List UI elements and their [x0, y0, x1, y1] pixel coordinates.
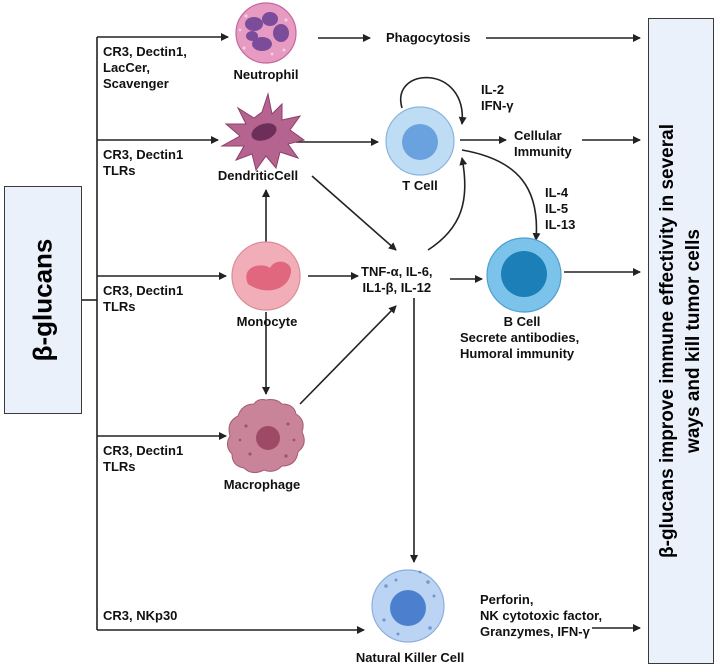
nk-cell-icon: [371, 569, 445, 643]
t-cell-icon: [385, 106, 455, 176]
result-label: β-glucans improve immune effectivity in …: [655, 124, 707, 558]
beta-glucans-box: β-glucans: [4, 186, 82, 414]
dendritic-cell-icon: [220, 92, 306, 172]
cellular-immunity-label: Cellular Immunity: [514, 128, 572, 159]
t-cell-name: T Cell: [402, 178, 438, 193]
macrophage-receptors-label: CR3, Dectin1 TLRs: [103, 443, 184, 474]
b-cell-icon: [486, 237, 562, 313]
neutrophil-receptors-label: CR3, Dectin1, LacCer, Scavenger: [103, 44, 187, 91]
cytokines-label: TNF-α, IL-6, IL1-β, IL-12: [361, 264, 433, 295]
monocyte-icon: [231, 241, 301, 311]
result-line-1: β-glucans improve immune effectivity in …: [657, 124, 678, 558]
arrow-tcell-self-loop: [399, 76, 467, 125]
phagocytosis-label: Phagocytosis: [386, 30, 471, 45]
neutrophil-icon: [235, 2, 297, 64]
b-cell-effect-label: Secrete antibodies, Humoral immunity: [460, 330, 580, 361]
result-box: β-glucans improve immune effectivity in …: [648, 18, 714, 664]
nk-effect-label: Perforin, NK cytotoxic factor, Granzymes…: [480, 592, 603, 639]
arrow-dendritic-to-cytokines: [311, 175, 397, 251]
macrophage-icon: [226, 399, 305, 474]
il4-il5-il13-label: IL-4 IL-5 IL-13: [545, 185, 576, 232]
nk-cell-name: Natural Killer Cell: [355, 650, 465, 665]
monocyte-name: Monocyte: [236, 314, 298, 329]
il2-ifn-label: IL-2 IFN-γ: [481, 82, 514, 113]
result-line-2: ways and kill tumor cells: [683, 229, 704, 453]
dendritic-cell-name: DendriticCell: [217, 168, 299, 183]
dendritic-receptors-label: CR3, Dectin1 TLRs: [103, 147, 184, 178]
arrow-macrophage-to-cytokines: [299, 305, 397, 405]
arrow-cytokines-to-tcell: [427, 157, 468, 251]
macrophage-name: Macrophage: [223, 477, 301, 492]
nk-receptors-label: CR3, NKp30: [103, 608, 178, 623]
beta-glucans-label: β-glucans: [27, 238, 58, 362]
monocyte-receptors-label: CR3, Dectin1 TLRs: [103, 283, 184, 314]
arrow-tcell-to-bcell: [461, 149, 541, 241]
b-cell-name: B Cell: [503, 314, 541, 329]
neutrophil-name: Neutrophil: [233, 67, 299, 82]
